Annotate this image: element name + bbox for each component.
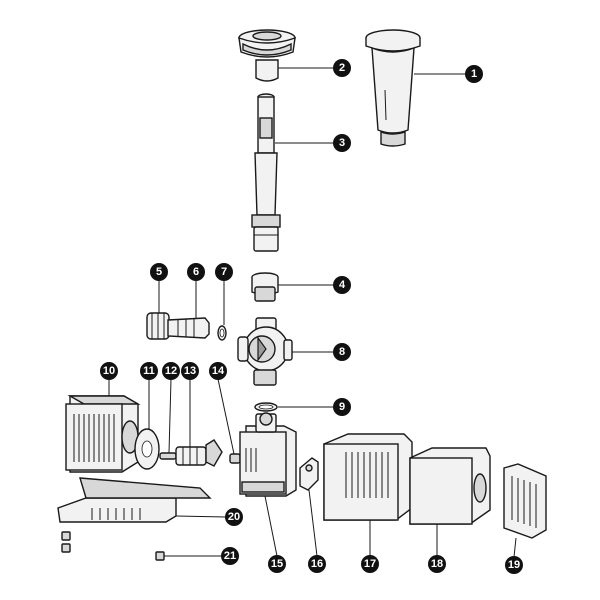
callout-number: 12: [165, 365, 177, 377]
callout-number: 3: [339, 137, 345, 149]
part-1-cap: [365, 29, 421, 147]
callout-number: 4: [339, 279, 346, 291]
callout-2: 2: [333, 59, 351, 77]
callout-number: 1: [471, 68, 477, 80]
callout-badge: [181, 362, 199, 380]
callout-badge: [268, 555, 286, 573]
callout-badge: [465, 65, 483, 83]
callout-1: 1: [465, 65, 483, 83]
part-9-seal-ring: [254, 402, 278, 412]
callout-number: 16: [311, 558, 323, 570]
callout-badge: [225, 508, 243, 526]
part-17-filter-cage: [323, 433, 413, 521]
part-18-filter-sponge: [409, 447, 491, 525]
callout-6: 6: [187, 263, 205, 281]
callout-18: 18: [428, 555, 446, 573]
part-10-motor-housing: [65, 395, 141, 473]
callout-number: 10: [103, 365, 115, 377]
callout-11: 11: [140, 362, 158, 380]
part-7-o-ring: [217, 325, 227, 341]
callout-badge: [333, 398, 351, 416]
callout-number: 21: [224, 550, 236, 562]
callout-badge: [333, 343, 351, 361]
callout-number: 19: [508, 559, 520, 571]
callout-badge: [428, 555, 446, 573]
callout-number: 14: [212, 365, 225, 377]
part-5-hose-nut: [146, 312, 170, 340]
part-20-base-plate: [57, 477, 212, 553]
part-11-impeller-cover: [134, 428, 160, 470]
callout-badge: [361, 555, 379, 573]
callout-badge: [308, 555, 326, 573]
callout-14: 14: [209, 362, 227, 380]
callout-21: 21: [221, 547, 239, 565]
callout-12: 12: [162, 362, 180, 380]
callout-5: 5: [150, 263, 168, 281]
part-6-hose-barb: [167, 317, 210, 339]
callout-13: 13: [181, 362, 199, 380]
part-8-diverter-valve: [237, 317, 293, 386]
callout-number: 8: [339, 346, 345, 358]
part-13-impeller: [175, 439, 223, 467]
callout-number: 5: [156, 266, 162, 278]
callout-number: 13: [184, 365, 196, 377]
callout-badge: [505, 556, 523, 574]
callout-badge: [162, 362, 180, 380]
callout-badge: [100, 362, 118, 380]
callout-number: 18: [431, 558, 443, 570]
callout-number: 7: [221, 266, 227, 278]
callout-badge: [333, 59, 351, 77]
callout-badge: [140, 362, 158, 380]
part-21-screw: [155, 551, 165, 561]
leader-lines: [108, 67, 517, 558]
callout-20: 20: [225, 508, 243, 526]
callout-badge: [150, 263, 168, 281]
callout-number: 6: [193, 266, 199, 278]
part-15-pump-body: [239, 412, 297, 497]
callout-number: 20: [228, 511, 240, 523]
callout-7: 7: [215, 263, 233, 281]
callout-16: 16: [308, 555, 326, 573]
callout-4: 4: [333, 276, 351, 294]
callout-badge: [221, 547, 239, 565]
callout-badge: [209, 362, 227, 380]
part-19-end-grill: [503, 463, 547, 539]
callout-number: 9: [339, 401, 345, 413]
part-3-extension-tube: [251, 93, 281, 252]
callout-number: 15: [271, 558, 283, 570]
callout-number: 11: [143, 365, 155, 377]
callout-badge: [333, 134, 351, 152]
callout-17: 17: [361, 555, 379, 573]
callout-badge: [187, 263, 205, 281]
callout-badge: [215, 263, 233, 281]
callout-19: 19: [505, 556, 523, 574]
callout-badge: [333, 276, 351, 294]
callout-15: 15: [268, 555, 286, 573]
part-14-bearing: [229, 453, 241, 464]
part-12-shaft: [159, 452, 177, 460]
part-16-clip: [299, 457, 319, 491]
callout-8: 8: [333, 343, 351, 361]
callout-3: 3: [333, 134, 351, 152]
callout-number: 17: [364, 558, 376, 570]
callout-10: 10: [100, 362, 118, 380]
part-4-adapter: [251, 272, 279, 302]
callout-9: 9: [333, 398, 351, 416]
callout-number: 2: [339, 62, 345, 74]
part-2-fountain-head: [238, 29, 296, 82]
